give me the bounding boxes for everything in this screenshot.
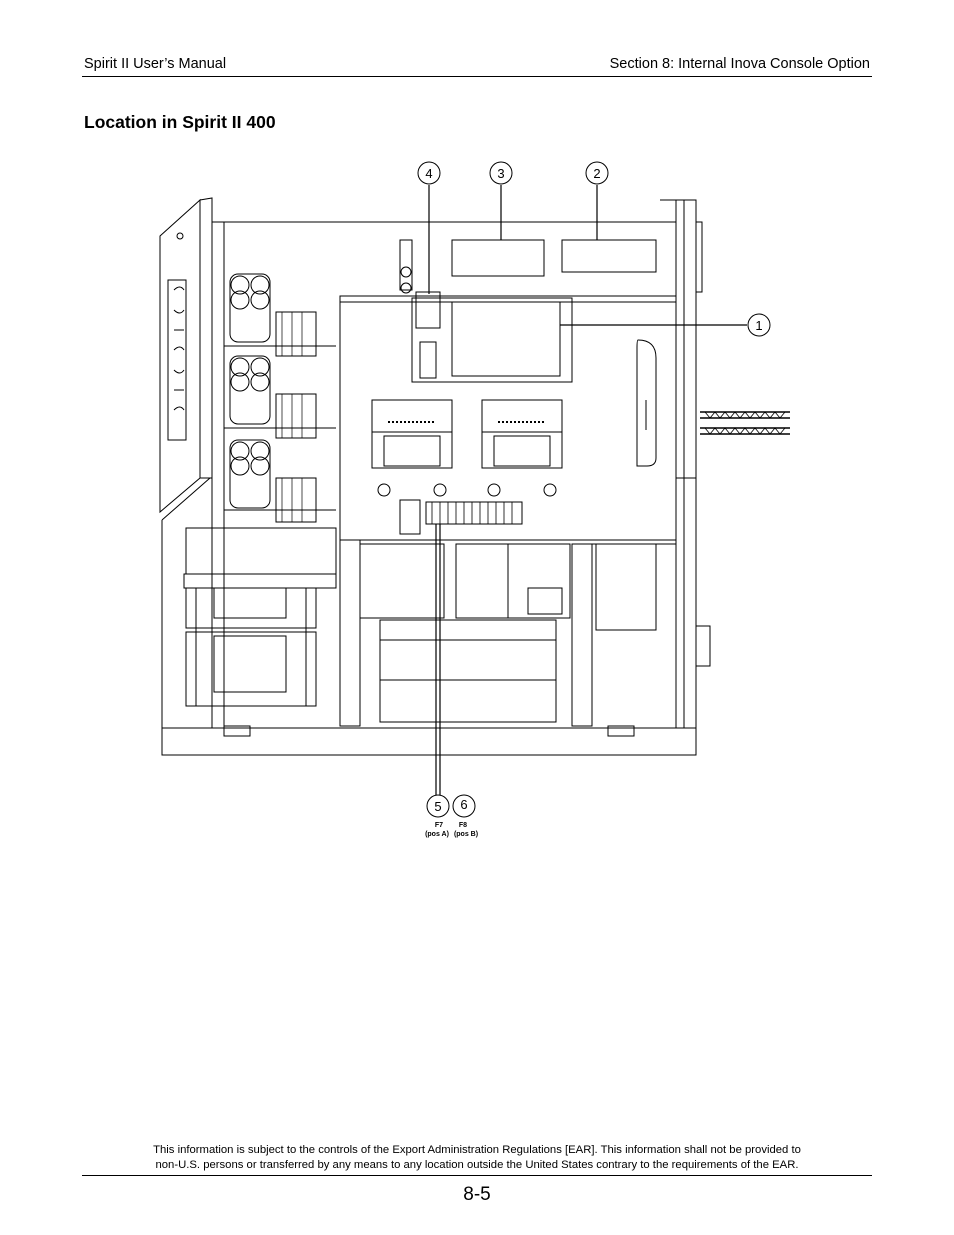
callout-2-number: 2	[593, 166, 600, 181]
callout-5-number: 5	[434, 799, 441, 814]
cabinet-outline	[161, 477, 697, 756]
callout-leaders	[428, 185, 747, 795]
section-heading: Location in Spirit II 400	[84, 112, 276, 132]
footer-rule	[82, 1175, 872, 1176]
callout-2: 2	[585, 161, 609, 185]
export-notice-line-2: non-U.S. persons or transferred by any m…	[155, 1159, 799, 1171]
callout-4: 4	[417, 161, 441, 185]
callout-6: 6 F8 (pos B)	[452, 794, 478, 838]
lower-center-modules	[339, 539, 676, 727]
right-side-frame	[660, 199, 711, 729]
capacitor-bank	[229, 273, 271, 509]
header-rule	[82, 76, 872, 77]
callout-6-fuse: F8	[459, 822, 467, 829]
header-section-title: Section 8: Internal Inova Console Option	[609, 56, 870, 72]
callout-4-number: 4	[425, 166, 432, 181]
top-shelf	[224, 221, 676, 294]
callout-5-fuse: F7	[435, 822, 443, 829]
callout-3: 3	[489, 161, 513, 185]
page-number: 8-5	[463, 1184, 491, 1205]
fuse-terminal-strip	[399, 499, 523, 535]
header-manual-title: Spirit II User’s Manual	[84, 56, 227, 72]
callout-6-pos: (pos B)	[454, 831, 478, 838]
left-frame-rail	[211, 221, 225, 729]
lower-left-transformer	[183, 527, 337, 707]
export-control-notice: This information is subject to the contr…	[84, 1143, 870, 1173]
callout-1: 1	[747, 313, 771, 337]
callout-3-number: 3	[497, 166, 504, 181]
cable-harness	[700, 411, 790, 435]
power-transformers	[371, 399, 563, 497]
terminal-blocks-left	[224, 311, 336, 523]
callout-5: 5 F7 (pos A)	[425, 794, 450, 838]
callout-5-pos: (pos A)	[425, 831, 449, 838]
main-chassis-plate	[339, 291, 677, 541]
callout-6-number: 6	[460, 797, 467, 812]
export-notice-line-1: This information is subject to the contr…	[153, 1144, 801, 1156]
console-interior-diagram: 1 2 3 4 5 F7 (pos A) 6 F8 (pos B)	[159, 161, 790, 838]
callout-1-number: 1	[755, 318, 762, 333]
open-door-panel	[159, 197, 213, 514]
